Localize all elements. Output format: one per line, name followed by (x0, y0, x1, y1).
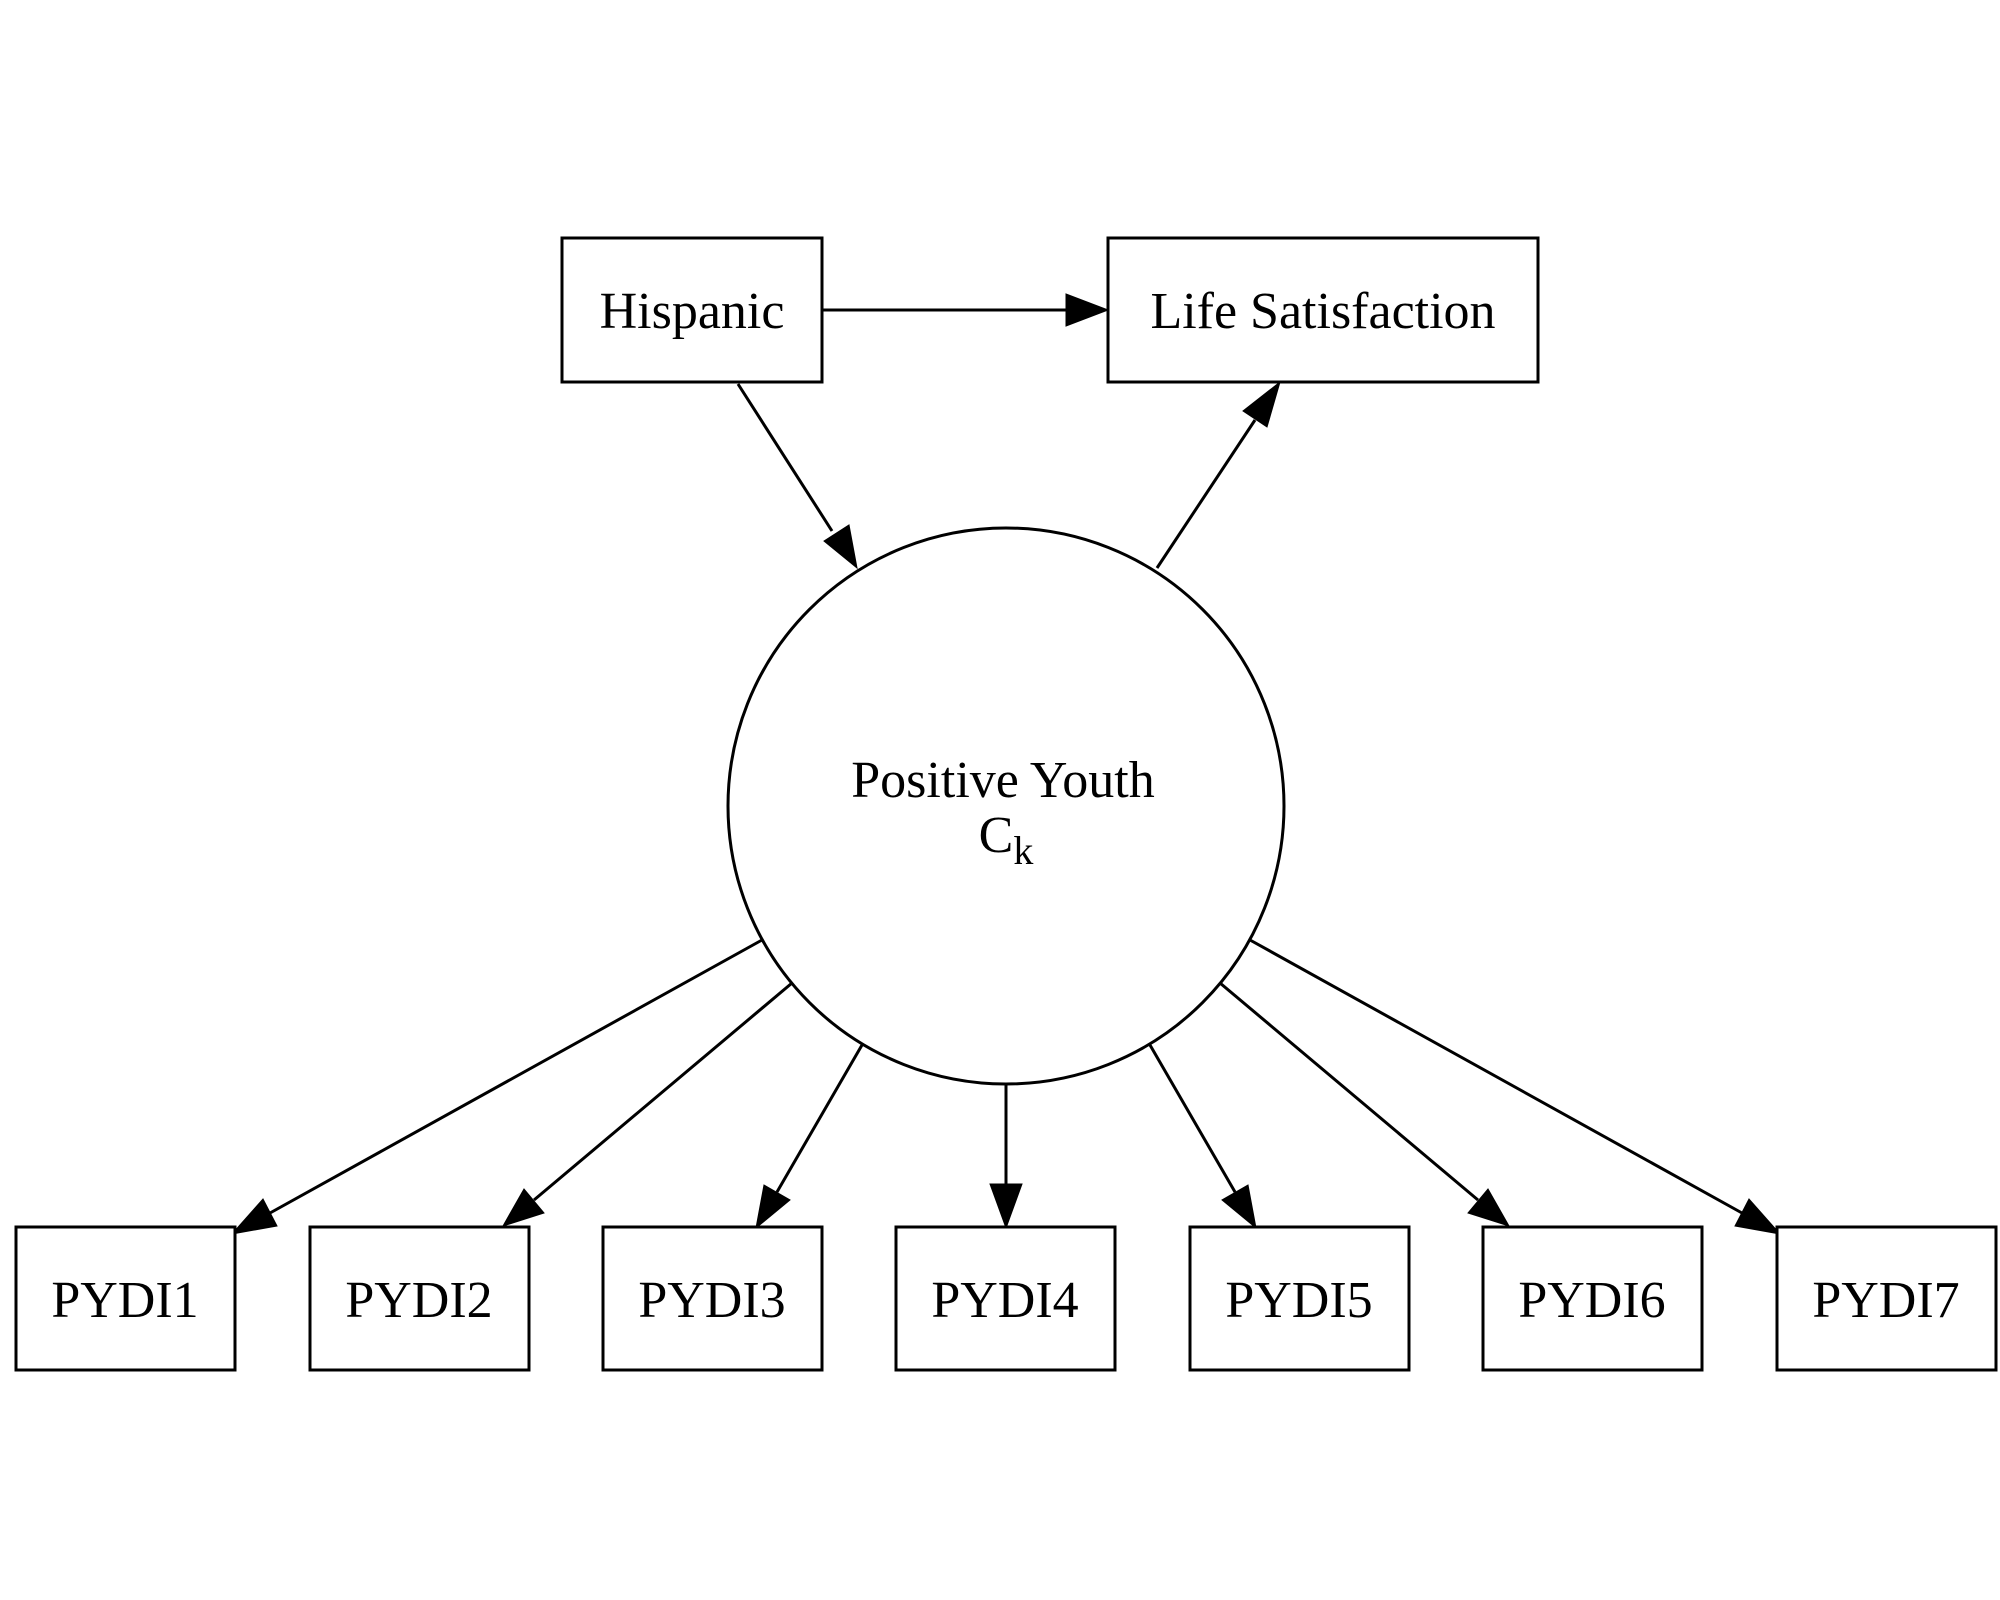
edge-positive-youth-to-pydi3 (755, 1044, 864, 1230)
edge-positive-youth-to-life-satisfaction (1155, 380, 1281, 569)
arrowhead (989, 1183, 1023, 1230)
arrowhead (755, 1184, 791, 1230)
node-positive-youth: Positive Youth Ck (726, 526, 1286, 1086)
node-pydi1: PYDI1 (14, 1225, 237, 1372)
node-hispanic: Hispanic (560, 236, 824, 384)
arrowhead (1734, 1198, 1782, 1235)
arrowhead (501, 1188, 545, 1227)
node-life-satisfaction-label: Life Satisfaction (1150, 283, 1495, 340)
node-hispanic-label: Hispanic (600, 283, 785, 340)
arrowhead (230, 1198, 278, 1235)
arrowhead (1467, 1188, 1511, 1227)
arrowhead (1065, 293, 1110, 327)
node-pydi3-label: PYDI3 (638, 1272, 785, 1329)
node-pydi4: PYDI4 (894, 1225, 1117, 1372)
edge-positive-youth-to-pydi7 (1249, 938, 1782, 1235)
edge-hispanic-to-positive-youth (736, 383, 858, 570)
symbol-main: C (979, 807, 1014, 864)
edge-positive-youth-to-pydi2 (501, 981, 793, 1227)
node-positive-youth-label: Positive Youth (851, 752, 1154, 809)
node-pydi5-label: PYDI5 (1225, 1272, 1372, 1329)
node-pydi6: PYDI6 (1481, 1225, 1704, 1372)
node-pydi6-label: PYDI6 (1518, 1272, 1665, 1329)
edge-hispanic-to-life-satisfaction (822, 293, 1110, 327)
edge-positive-youth-to-pydi5 (1148, 1044, 1257, 1230)
arrowhead (1221, 1184, 1257, 1230)
node-pydi7-label: PYDI7 (1812, 1272, 1959, 1329)
arrowhead (1242, 380, 1281, 428)
edge-positive-youth-to-pydi6 (1219, 981, 1511, 1227)
indicator-nodes: PYDI1 PYDI2 PYDI3 PYDI4 PYDI5 PYDI6 PYDI… (14, 1225, 1998, 1372)
edges (230, 293, 1782, 1235)
node-positive-youth-symbol: Ck (979, 807, 1034, 873)
edge-positive-youth-to-pydi1 (230, 938, 763, 1235)
node-pydi7: PYDI7 (1775, 1225, 1998, 1372)
node-pydi2-label: PYDI2 (345, 1272, 492, 1329)
node-life-satisfaction: Life Satisfaction (1106, 236, 1540, 384)
node-pydi2: PYDI2 (308, 1225, 531, 1372)
node-pydi4-label: PYDI4 (931, 1272, 1078, 1329)
node-pydi3: PYDI3 (601, 1225, 824, 1372)
node-pydi5: PYDI5 (1188, 1225, 1411, 1372)
arrowhead (823, 524, 858, 570)
edge-positive-youth-to-pydi4 (989, 1082, 1023, 1230)
node-pydi1-label: PYDI1 (51, 1272, 198, 1329)
symbol-subscript: k (1013, 828, 1033, 873)
